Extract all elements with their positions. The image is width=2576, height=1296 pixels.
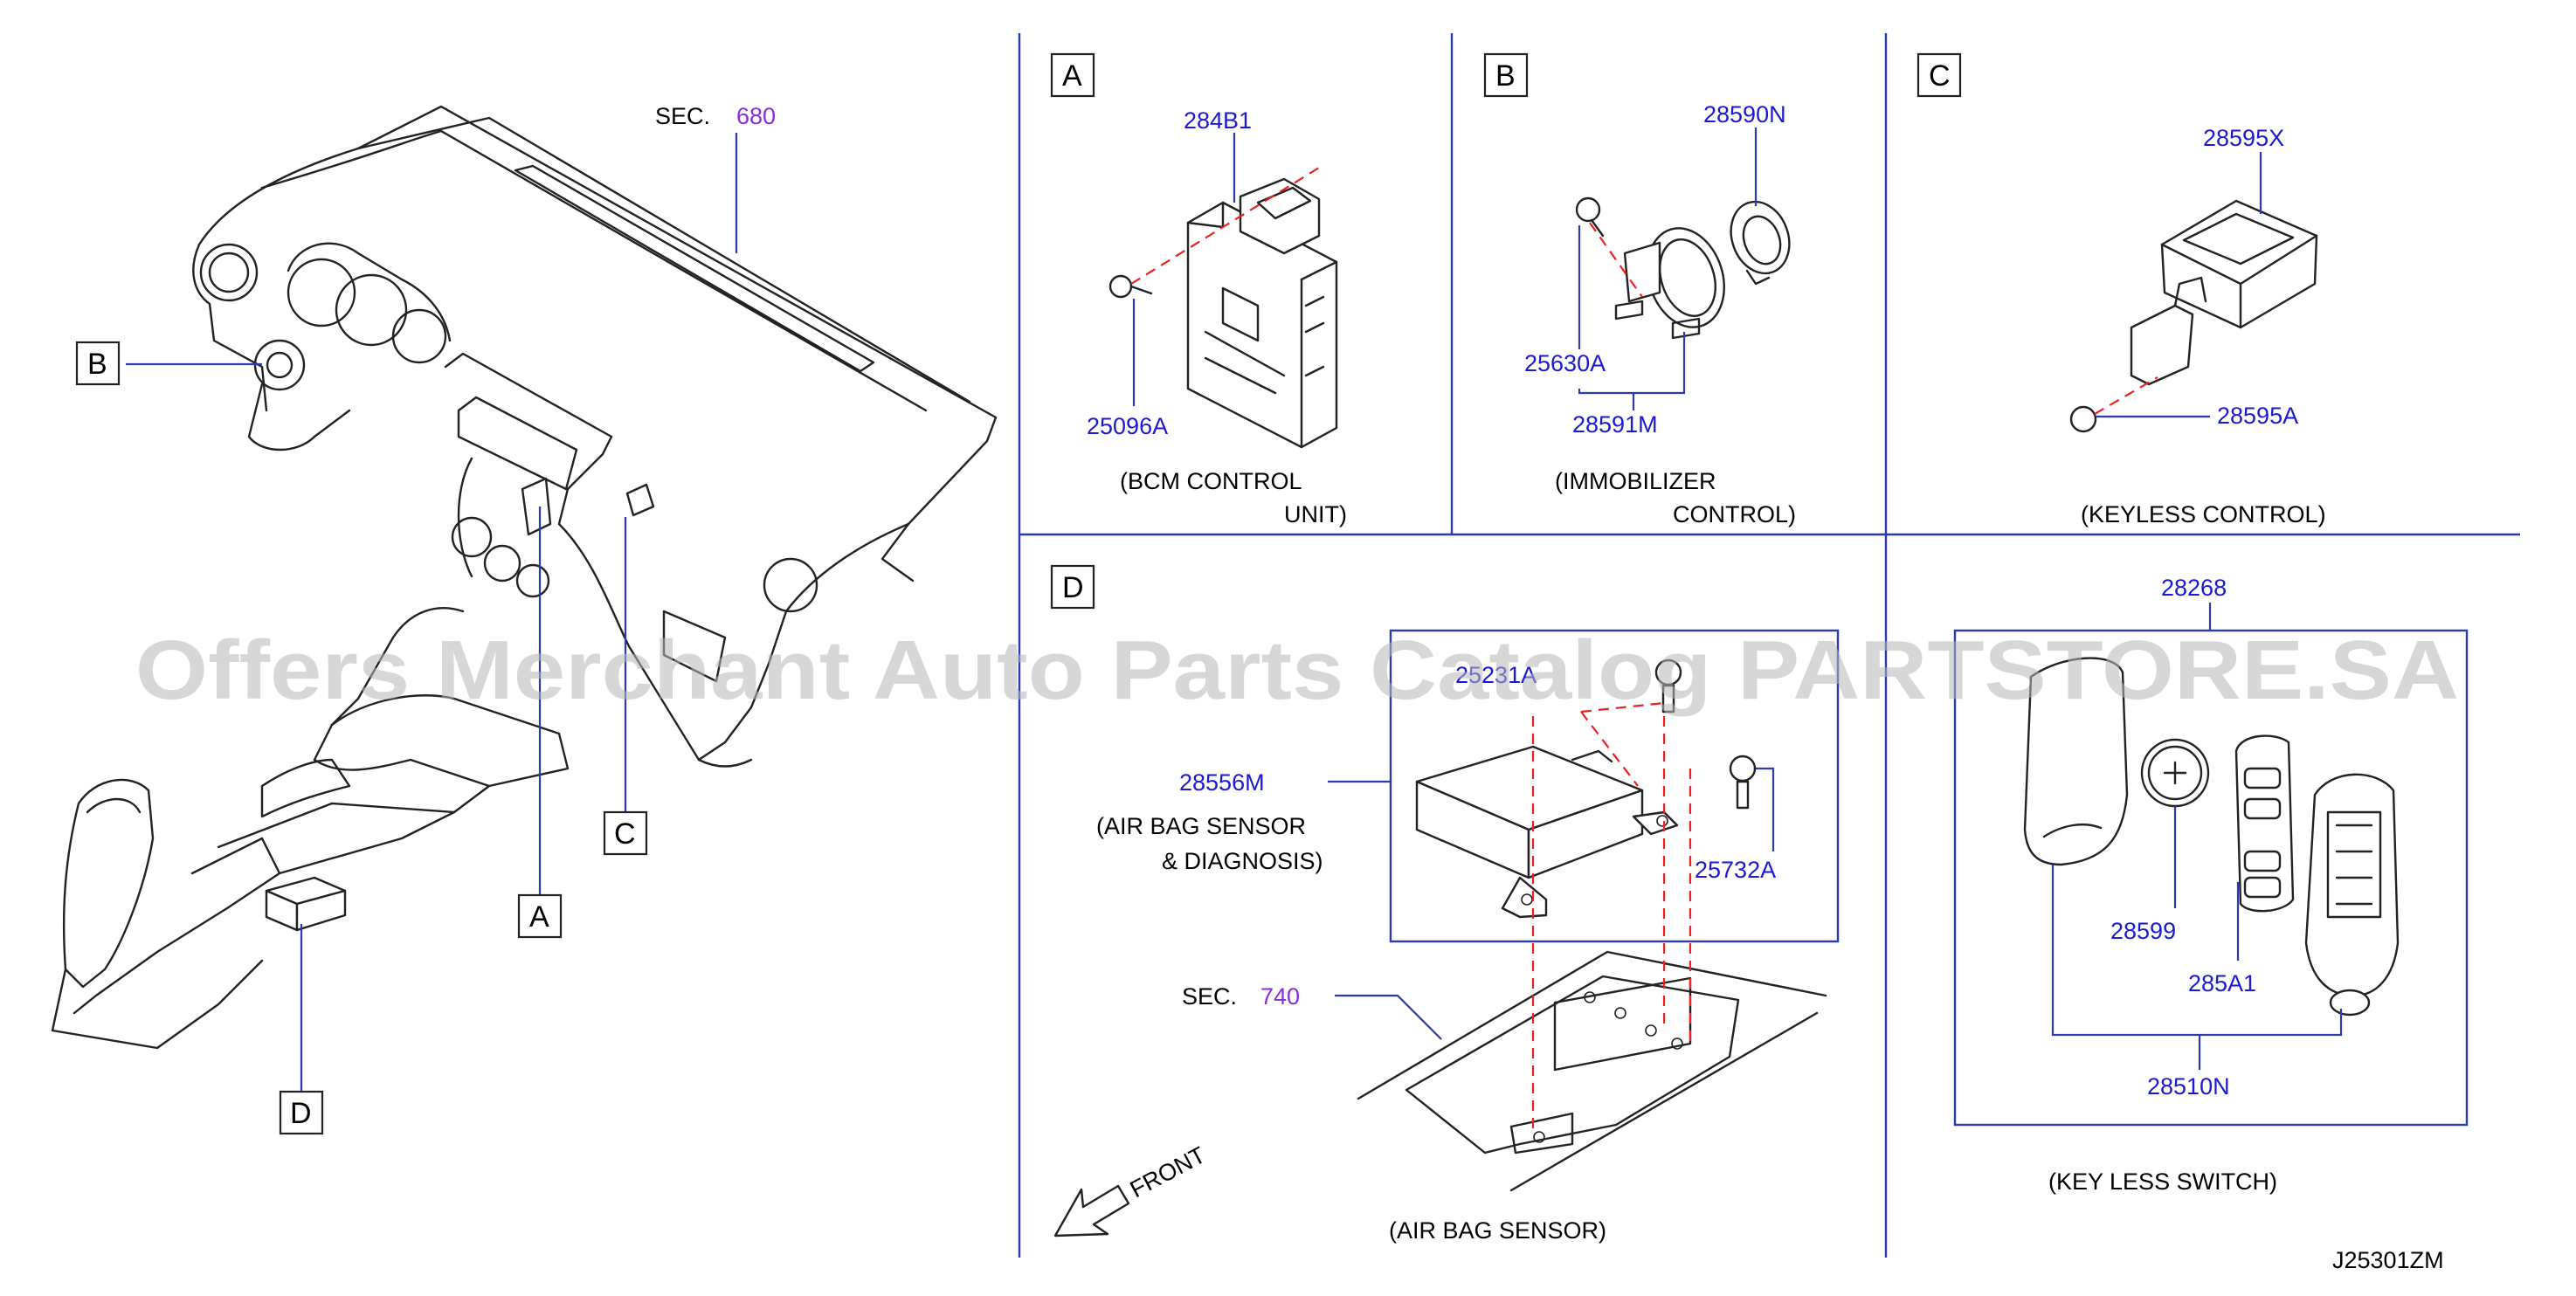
button-pad-285a1-drawing [2234, 734, 2295, 913]
callout-box-c[interactable]: C [603, 810, 648, 856]
keyless-switch-caption: (KEY LESS SWITCH) [2048, 1168, 2277, 1195]
part-number-285a1[interactable]: 285A1 [2188, 970, 2256, 996]
part-number-284b1[interactable]: 284B1 [1184, 107, 1252, 134]
svg-text:C: C [1929, 59, 1951, 93]
sec-740-bracket-drawing [1357, 950, 1827, 1192]
panel-d-caption-line1: (AIR BAG SENSOR [1096, 813, 1306, 839]
svg-text:D: D [1062, 571, 1084, 604]
panel-d-kit-box [1389, 629, 1840, 943]
instrument-panel-drawing [51, 105, 998, 1050]
part-number-25231a[interactable]: 25231A [1455, 662, 1537, 688]
key-fob-assembly-drawing [2304, 773, 2400, 1017]
panel-a-caption-line2: UNIT) [1284, 501, 1347, 527]
bolt-25231a-drawing [1654, 658, 1682, 713]
main-leaders [126, 133, 738, 1092]
panel-b: B 28590N 25630A 28591M (IMMOBILIZER CONT… [1483, 52, 1796, 527]
callout-box-a[interactable]: A [517, 893, 563, 939]
panel-a: A 284B1 25096A (BCM CONTROL UNIT) [1050, 52, 1347, 527]
screw-25096a-drawing [1108, 274, 1153, 299]
sec-label-prefix: SEC. [655, 103, 710, 129]
panel-c-caption: (KEYLESS CONTROL) [2081, 501, 2326, 527]
panel-a-letter: A [1050, 52, 1095, 98]
key-fob-case-drawing [2023, 657, 2129, 866]
immobilizer-ring-drawing [1614, 227, 1725, 340]
bcm-unit-drawing [1186, 177, 1338, 449]
watermark-text: Offers Merchant Auto Parts Catalog PARTS… [135, 624, 2459, 717]
part-number-28556m[interactable]: 28556M [1179, 769, 1265, 796]
panel-d-letter: D [1050, 564, 1095, 610]
sec-740-link[interactable]: 740 [1260, 983, 1300, 1010]
svg-text:B: B [87, 348, 107, 381]
panel-b-letter: B [1483, 52, 1529, 98]
part-number-28599[interactable]: 28599 [2110, 918, 2176, 944]
front-arrow-icon [1053, 1184, 1130, 1237]
keyless-control-unit-drawing [2130, 199, 2318, 386]
part-number-28590n[interactable]: 28590N [1703, 101, 1786, 128]
panel-keyless-switch: 28268 28599 285A1 28510N (KEY LESS SWITC… [1953, 575, 2469, 1195]
part-number-25732a[interactable]: 25732A [1695, 857, 1776, 883]
svg-text:A: A [1062, 59, 1082, 93]
sec-680-link[interactable]: 680 [736, 103, 776, 129]
part-number-25630a[interactable]: 25630A [1524, 350, 1606, 376]
part-number-28510n[interactable]: 28510N [2147, 1073, 2230, 1100]
svg-text:A: A [529, 900, 549, 934]
screw-25630a-drawing [1575, 196, 1605, 238]
airbag-sensor-unit-drawing [1415, 745, 1679, 919]
diagram-code: J25301ZM [2332, 1247, 2444, 1273]
panel-b-caption-line2: CONTROL) [1673, 501, 1796, 527]
panel-d-caption: (AIR BAG SENSOR) [1389, 1217, 1606, 1244]
svg-text:D: D [290, 1097, 312, 1130]
panel-c-letter: C [1916, 52, 1962, 98]
svg-text:B: B [1495, 59, 1516, 93]
part-number-28268[interactable]: 28268 [2161, 575, 2227, 601]
antenna-28590n-drawing [1730, 200, 1791, 286]
svg-text:C: C [614, 817, 636, 851]
callout-box-d[interactable]: D [279, 1090, 324, 1135]
panel-b-caption-line1: (IMMOBILIZER [1555, 468, 1716, 494]
panel-a-caption-line1: (BCM CONTROL [1120, 468, 1302, 494]
callout-box-b[interactable]: B [75, 341, 121, 386]
battery-28599-drawing [2140, 738, 2210, 808]
panel-d-caption-line2: & DIAGNOSIS) [1162, 848, 1323, 874]
part-number-28595x[interactable]: 28595X [2203, 125, 2284, 151]
panel-c: C 28595X 28595A (KEYLESS CONTROL) [1916, 52, 2326, 527]
centerlines [1531, 701, 1692, 1131]
part-number-25096a[interactable]: 25096A [1087, 413, 1168, 439]
screw-28595a-drawing [2069, 405, 2097, 433]
panel-dividers [1018, 33, 2520, 1258]
part-number-28595a[interactable]: 28595A [2217, 403, 2298, 429]
part-number-28591m[interactable]: 28591M [1572, 411, 1658, 438]
front-direction-label: FRONT [1126, 1141, 1210, 1203]
bolt-25732a-drawing [1729, 755, 1757, 810]
sec-740-prefix: SEC. [1182, 983, 1237, 1010]
